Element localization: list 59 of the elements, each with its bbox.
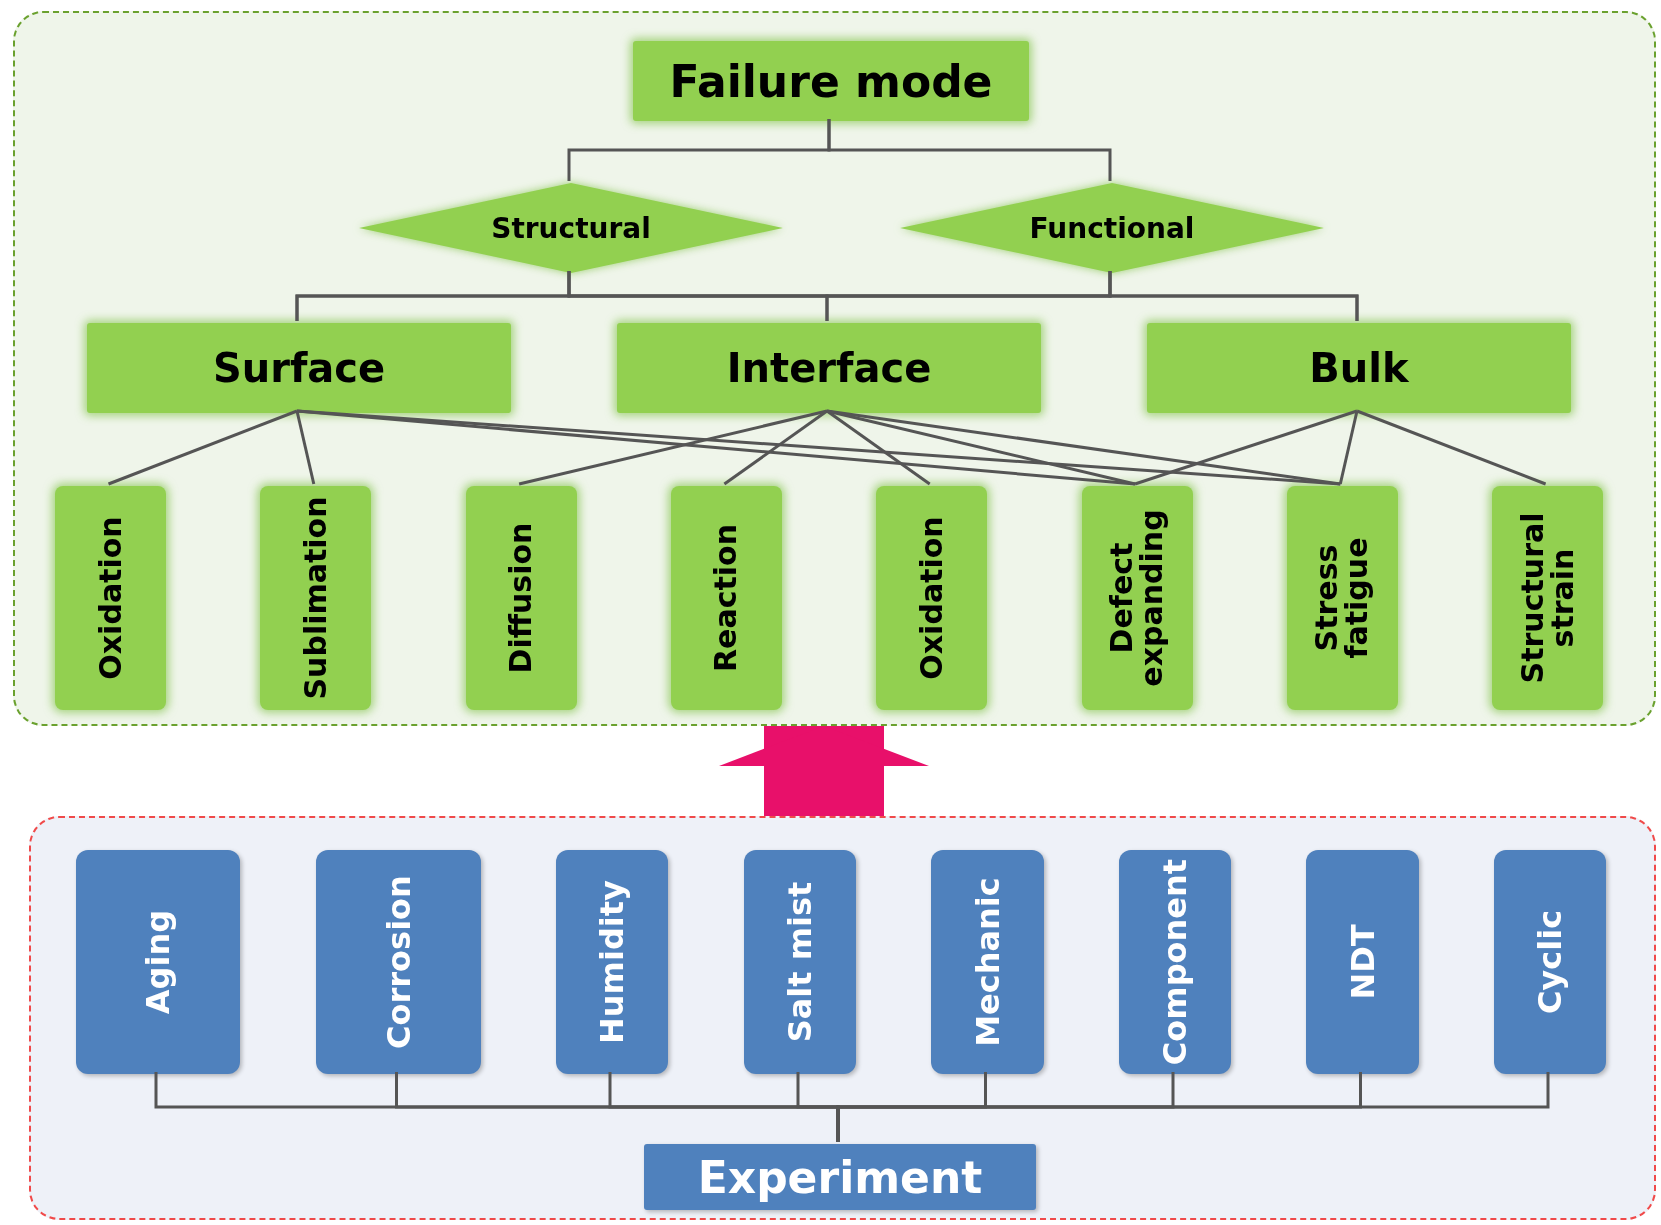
node-label: Defect expanding <box>1107 508 1167 689</box>
node-label: Component <box>1159 857 1191 1067</box>
decision-diamond <box>900 183 1324 273</box>
mode-box <box>1286 486 1398 710</box>
connector-line <box>1108 271 1359 321</box>
connector-line <box>723 409 828 486</box>
mode-box <box>260 486 372 710</box>
category-box <box>1147 323 1571 413</box>
block-arrow <box>719 726 929 816</box>
node-label: Mechanic <box>971 876 1004 1049</box>
node-label: Oxidation <box>95 515 126 682</box>
test-box <box>744 850 856 1074</box>
connector-line <box>518 409 828 486</box>
node-label: Reaction <box>711 522 742 675</box>
connector-line <box>827 119 1112 181</box>
category-box <box>617 323 1041 413</box>
connector-line <box>107 409 298 486</box>
node-label: Cyclic <box>1534 908 1566 1017</box>
mode-box <box>670 486 782 710</box>
mode-box <box>1081 486 1193 710</box>
node-label: Salt mist <box>784 880 816 1045</box>
test-box <box>1119 850 1231 1074</box>
category-box <box>633 41 1029 121</box>
connector-line <box>1356 409 1547 486</box>
node-label: Stress fatigue <box>1312 536 1373 661</box>
category-box <box>87 323 511 413</box>
node-label: Sublimation <box>300 495 331 702</box>
mode-box <box>55 486 166 710</box>
test-box <box>1494 850 1606 1074</box>
mode-box <box>876 486 988 710</box>
test-box <box>1306 850 1419 1074</box>
node-label: Interface <box>726 345 932 391</box>
connector-line <box>295 410 316 485</box>
group-panel <box>13 11 1656 726</box>
connector-line <box>1134 409 1358 486</box>
node-label: Oxidation <box>916 515 947 682</box>
test-box <box>931 850 1044 1074</box>
test-box <box>556 850 668 1074</box>
connector-line <box>826 409 1341 486</box>
node-label: Structural <box>491 211 651 245</box>
connector-line <box>1338 410 1359 485</box>
node-label: Structural strain <box>1517 511 1578 686</box>
test-box <box>316 850 481 1074</box>
node-label: Surface <box>212 345 386 391</box>
test-box <box>76 850 240 1074</box>
process-box <box>644 1144 1036 1210</box>
node-label: Corrosion <box>382 874 415 1051</box>
node-label: Diffusion <box>506 521 537 676</box>
node-label: Experiment <box>697 1151 983 1203</box>
node-label: Aging <box>142 908 174 1017</box>
decision-diamond <box>359 183 783 273</box>
node-label: NDT <box>1346 923 1379 1002</box>
node-label: Functional <box>1029 211 1195 245</box>
mode-box <box>465 486 577 710</box>
node-label: Failure mode <box>669 55 993 107</box>
node-label: Humidity <box>596 879 628 1046</box>
node-label: Bulk <box>1309 345 1409 391</box>
group-panel <box>29 816 1656 1220</box>
mode-box <box>1492 486 1604 710</box>
